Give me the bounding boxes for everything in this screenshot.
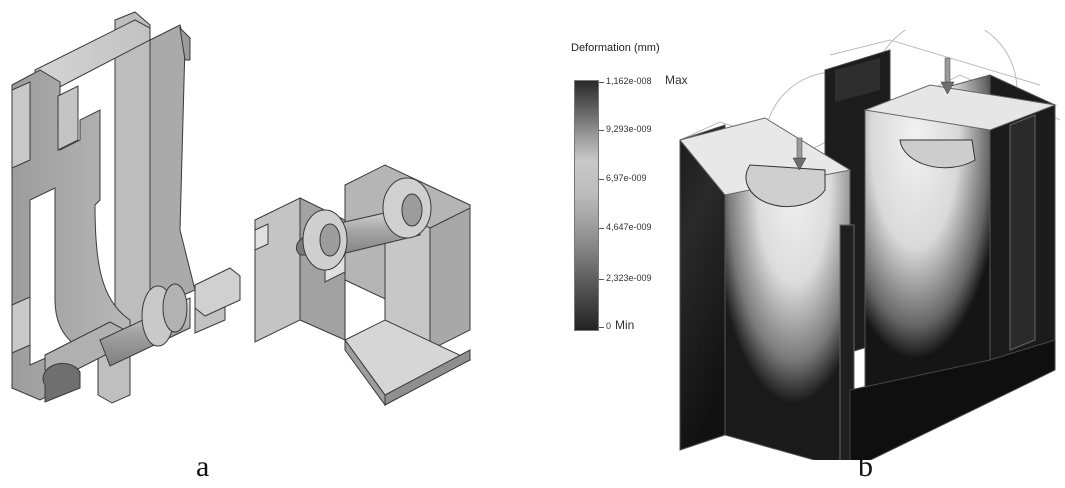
legend-max-value: 1,162e-008 <box>606 76 652 86</box>
panel-a-label: a <box>196 450 210 483</box>
box-part <box>254 164 472 407</box>
legend-min-tag: Min <box>615 318 635 332</box>
legend-tick-4: 2,323e-009 <box>606 273 652 283</box>
left-block <box>679 117 855 460</box>
tick-mark-3 <box>599 228 604 229</box>
panel-a-drawing <box>11 11 472 407</box>
legend-min-value: 0 <box>606 321 612 331</box>
deformation-colorbar <box>574 80 599 331</box>
deformation-model <box>679 30 1061 460</box>
base-floor <box>849 339 1056 460</box>
tick-mark-1 <box>599 130 604 131</box>
tick-mark-2 <box>599 179 604 180</box>
legend-max-tag: Max <box>665 73 688 87</box>
right-block <box>863 74 1057 391</box>
legend-title: Deformation (mm) <box>571 42 660 54</box>
tick-mark-4 <box>599 279 604 280</box>
legend-tick-3: 4,647e-009 <box>606 222 652 232</box>
tick-mark-max <box>599 82 604 83</box>
tall-frame-part <box>11 11 241 404</box>
tick-mark-min <box>599 327 604 328</box>
panel-b-label: b <box>858 450 873 483</box>
legend-tick-2: 6,97e-009 <box>606 173 647 183</box>
load-arrow-2 <box>940 57 955 95</box>
legend-tick-1: 9,293e-009 <box>606 124 652 134</box>
load-arrow-1 <box>792 137 807 171</box>
